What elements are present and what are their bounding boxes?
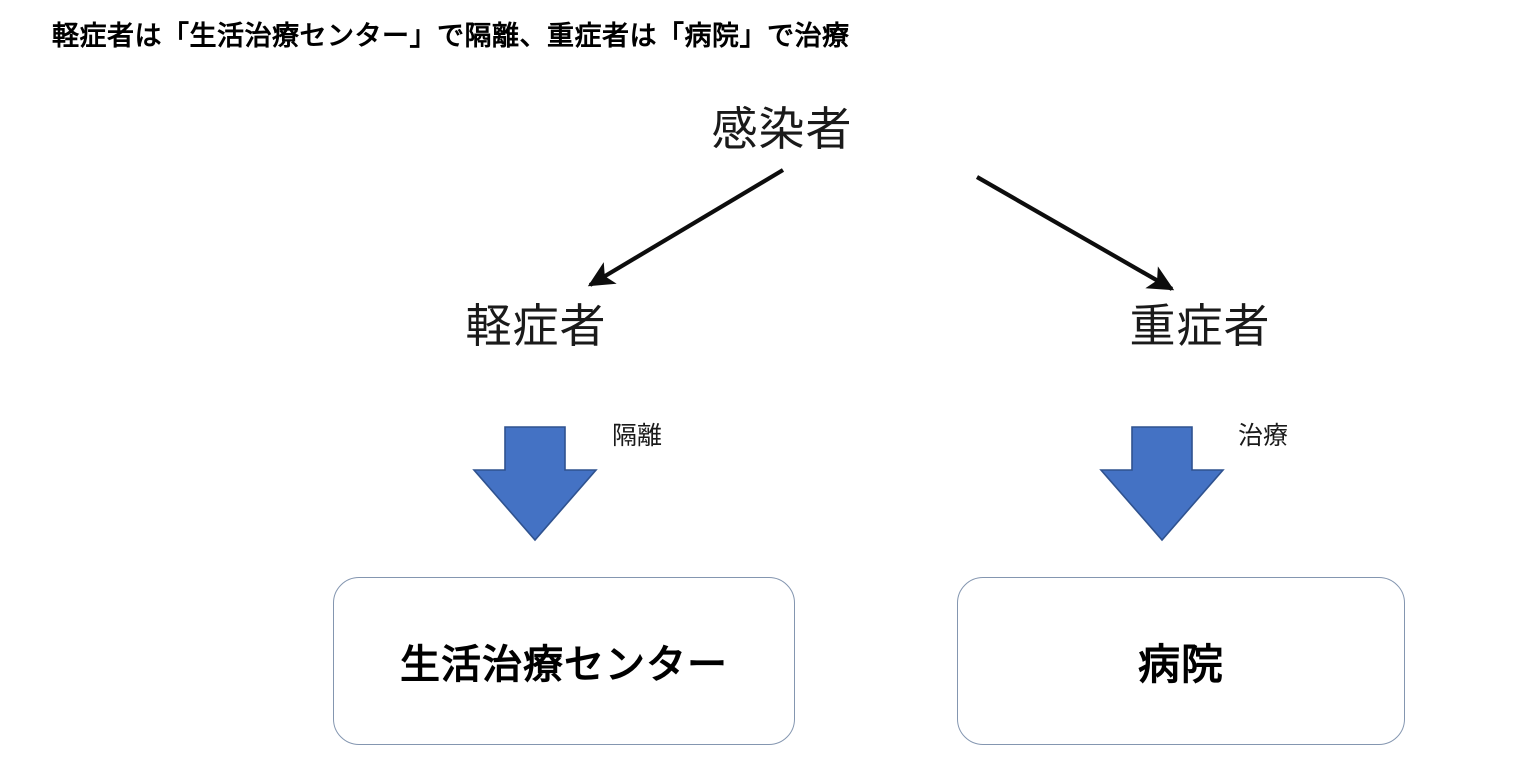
edge-root-to-severe-icon [975,175,1175,291]
edge-label-isolation: 隔離 [612,422,663,450]
node-infected-person: 感染者 [711,103,853,155]
page-title: 軽症者は「生活治療センター」で隔離、重症者は「病院」で治療 [52,21,850,51]
box-living-treatment-center-label: 生活治療センター [400,643,728,687]
block-arrow-down-treat-icon [1099,426,1225,542]
box-hospital: 病院 [957,577,1405,745]
node-mild-case: 軽症者 [465,300,607,352]
box-hospital-label: 病院 [1137,640,1224,688]
edge-root-to-mild-icon [587,168,785,287]
box-living-treatment-center: 生活治療センター [333,577,795,745]
node-severe-case: 重症者 [1129,300,1271,352]
block-arrow-down-isolate-icon [472,426,598,542]
edge-label-treatment: 治療 [1238,422,1289,450]
